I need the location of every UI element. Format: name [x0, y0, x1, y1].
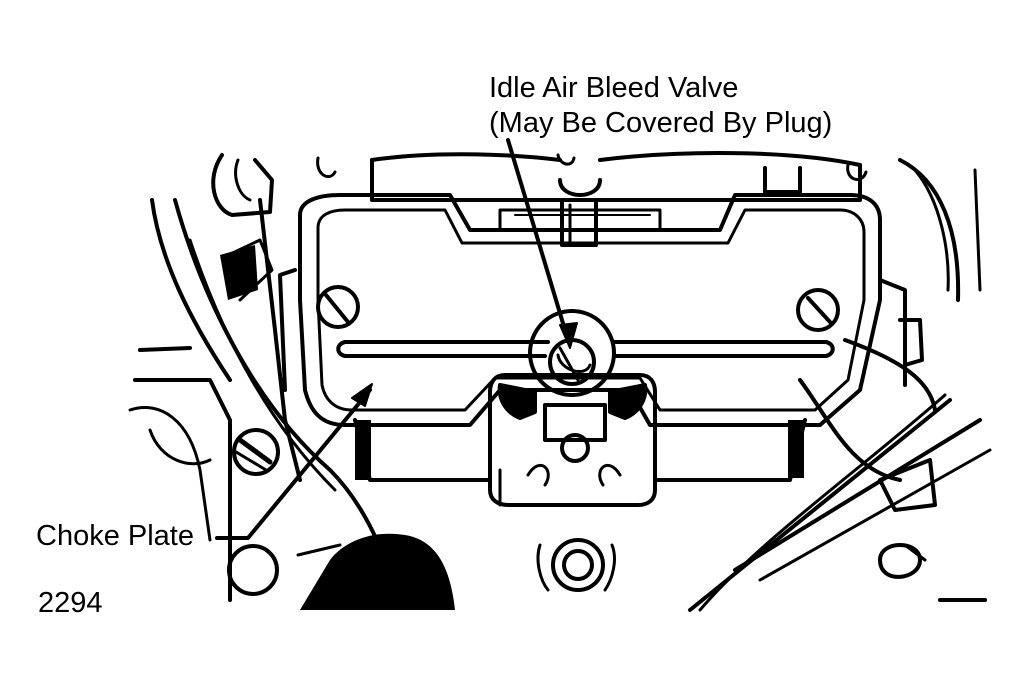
air-horn: [278, 193, 907, 427]
throttle-body: [488, 373, 657, 507]
choke-plate-label: Choke Plate: [36, 520, 194, 552]
figure-number: 2294: [38, 587, 103, 619]
top-rail: [316, 151, 982, 302]
left-dark-bracket: [220, 245, 258, 300]
center-latch: [498, 178, 662, 247]
leader-lines: [215, 138, 578, 540]
right-linkage: [688, 318, 992, 612]
idle-air-bleed-note-label: (May Be Covered By Plug): [489, 107, 833, 139]
fuel-inlet-fitting: [536, 538, 616, 592]
right-dark-gasket: [788, 420, 804, 478]
left-dark-gasket: [355, 420, 371, 480]
choke-plate-arrowhead: [351, 383, 373, 407]
idle-valve-arrowhead: [559, 322, 578, 349]
choke-plate: [336, 340, 835, 358]
left-bolt: [232, 428, 280, 476]
choke-plate-leader: [215, 388, 372, 540]
idle-valve-leader: [506, 138, 570, 342]
lower-base: [353, 338, 937, 482]
horn-screws: [316, 285, 840, 332]
dark-shadow-mass: [300, 533, 455, 610]
bottom-left-fitting: [227, 533, 455, 610]
left-housing: [128, 153, 402, 602]
idle-air-bleed-valve-label: Idle Air Bleed Valve: [489, 72, 739, 104]
